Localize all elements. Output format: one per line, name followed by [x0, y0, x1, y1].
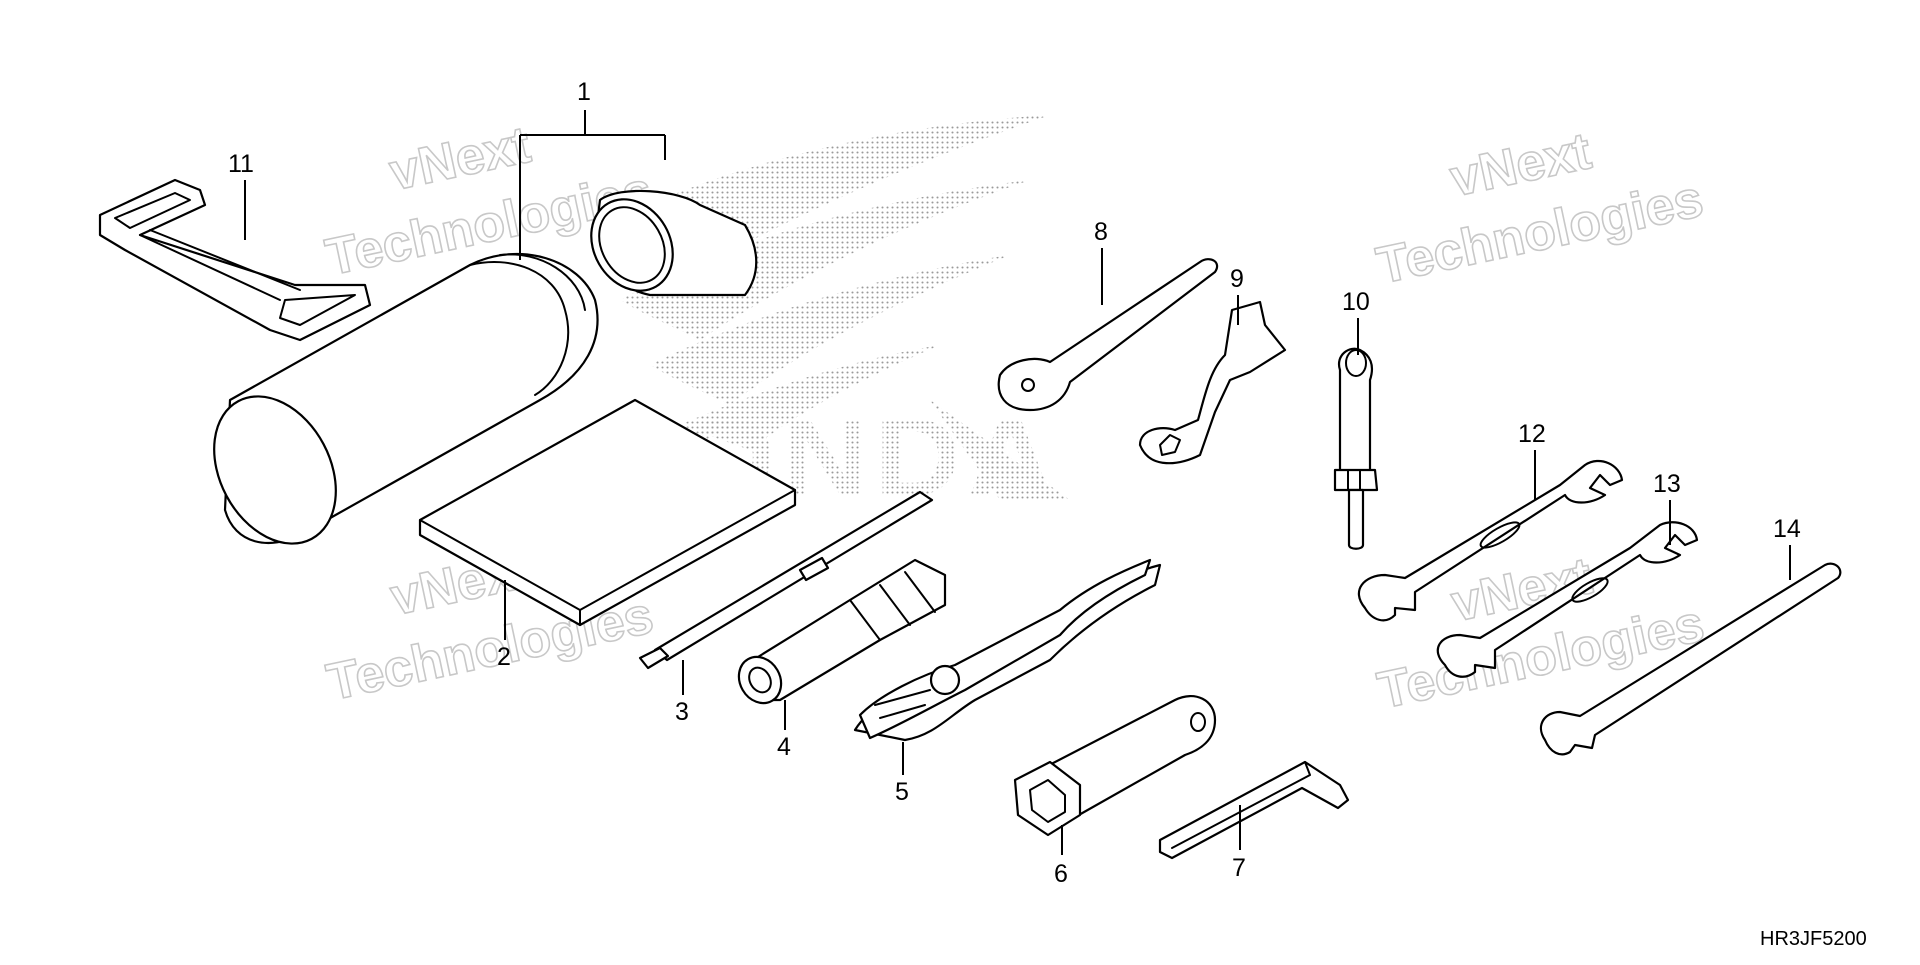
callout-6: 6 [1054, 860, 1068, 888]
leader-lines [244, 110, 1791, 855]
callout-labels: 1 2 3 4 5 6 7 8 9 10 11 12 13 14 [228, 78, 1801, 888]
part-12-open-end-wrench[interactable] [1357, 459, 1624, 622]
callout-12: 12 [1518, 420, 1546, 448]
callout-13: 13 [1653, 470, 1681, 498]
callout-11: 11 [228, 150, 254, 178]
part-11-strap[interactable] [98, 178, 372, 342]
part-3-screwdriver-blade[interactable] [638, 490, 934, 670]
part-8-pin-spanner[interactable] [997, 258, 1219, 412]
part-1-tool-case-cap[interactable] [575, 184, 758, 305]
callout-4: 4 [777, 733, 791, 761]
part-4-screwdriver-handle[interactable] [731, 558, 947, 711]
part-5-pliers[interactable] [853, 558, 1162, 742]
callout-14: 14 [1773, 515, 1801, 543]
part-6-spark-plug-wrench[interactable] [1013, 695, 1217, 837]
part-10-screwdriver[interactable] [1333, 347, 1379, 550]
part-9-hook-wrench[interactable] [1138, 300, 1287, 465]
part-1-tool-case[interactable] [190, 252, 599, 565]
callout-3: 3 [675, 698, 689, 726]
part-14-rod-wrench[interactable] [1539, 562, 1842, 756]
callout-10: 10 [1342, 288, 1370, 316]
drawing-code: HR3JF5200 [1760, 928, 1867, 950]
part-2-owners-manual[interactable] [418, 398, 797, 627]
part-7-hex-key[interactable] [1158, 760, 1350, 860]
callout-8: 8 [1094, 218, 1108, 246]
callout-1: 1 [577, 78, 591, 106]
watermark-top-right: vNext Technologies [1371, 121, 1709, 296]
callout-2: 2 [497, 643, 511, 671]
callout-7: 7 [1232, 854, 1246, 882]
callout-5: 5 [895, 778, 909, 806]
callout-9: 9 [1230, 265, 1244, 293]
